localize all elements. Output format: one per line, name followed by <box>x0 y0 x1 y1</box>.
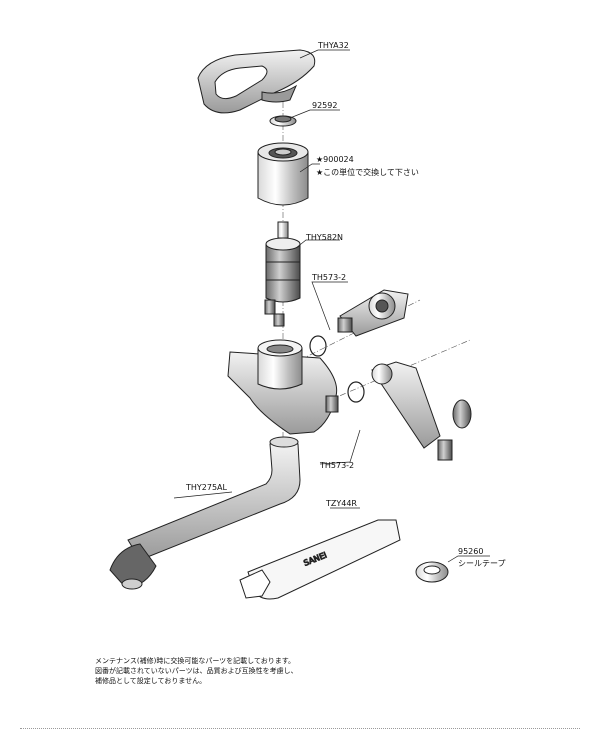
o-ring-2 <box>347 381 365 403</box>
o-ring-1 <box>309 335 327 357</box>
note-line: 補修品として設定しておりません。 <box>95 677 207 685</box>
maintenance-note: メンテナンス(補修)時に交換可能なパーツを記載しております。 図番が記載されてい… <box>95 656 298 686</box>
part-label-thya32: THYA32 <box>317 41 349 50</box>
leader-lines <box>173 49 490 563</box>
note-line: メンテナンス(補修)時に交換可能なパーツを記載しております。 <box>95 657 296 665</box>
part-note-seal-tape: シールテープ <box>458 559 506 568</box>
seal-tape <box>415 561 449 583</box>
part-label-95260: 95260 <box>458 547 483 556</box>
part-label-thy582n: THY582N <box>305 233 343 242</box>
part-label-th573-2-lower: TH573-2 <box>319 461 354 470</box>
faucet-body <box>227 339 339 435</box>
lower-elbow-arm <box>371 361 472 461</box>
check-valves <box>264 299 285 327</box>
cap-part <box>257 142 309 206</box>
spout-part <box>109 436 301 590</box>
part-label-th573-2-upper: TH573-2 <box>311 273 346 282</box>
screw-part <box>269 115 297 127</box>
note-line: 図番が記載されていないパーツは、品質および互換性を考慮し、 <box>95 667 298 675</box>
part-label-thy275al: THY275AL <box>185 483 228 492</box>
part-label-tzy44r: TZY44R <box>325 499 357 508</box>
part-label-92592: 92592 <box>312 101 337 110</box>
upper-elbow-arm <box>337 289 409 337</box>
cartridge-part <box>265 221 301 303</box>
part-label-900024: ★900024 <box>316 155 354 164</box>
part-note-900024: ★この単位で交換して下さい <box>316 167 419 177</box>
spanner-tool: SANEI <box>239 519 401 600</box>
lever-handle <box>197 49 316 114</box>
footer-divider <box>20 728 580 730</box>
